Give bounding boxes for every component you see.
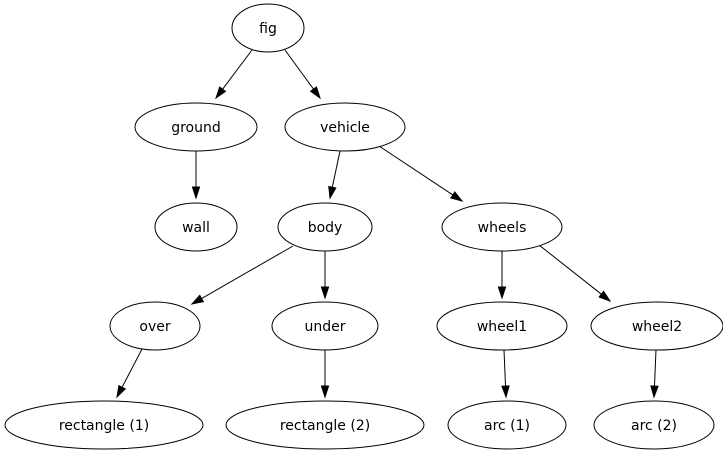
node-ellipse-wall[interactable]	[154, 202, 238, 252]
edge-line	[503, 349, 507, 387]
node-ellipse-over[interactable]	[109, 301, 201, 351]
node-arc2[interactable]: arc (2)	[593, 400, 715, 450]
edge-vehicle-to-wheels	[378, 145, 464, 202]
edge-line	[331, 150, 341, 188]
node-fig[interactable]: fig	[231, 3, 305, 53]
node-wall[interactable]: wall	[154, 202, 238, 252]
edge-under-to-rectangle2	[320, 350, 330, 399]
node-ellipse-arc1[interactable]	[447, 400, 567, 450]
edge-arrowhead	[497, 286, 507, 300]
node-wheel1[interactable]: wheel1	[436, 301, 568, 351]
node-ellipse-ground[interactable]	[134, 102, 258, 152]
edge-arrowhead	[450, 191, 464, 202]
edge-arrowhead	[309, 86, 321, 100]
edge-line	[538, 244, 602, 295]
node-rectangle1[interactable]: rectangle (1)	[4, 400, 204, 450]
edge-arrowhead	[501, 385, 510, 399]
edge-wheel2-to-arc2	[650, 349, 659, 399]
node-ellipse-rectangle1[interactable]	[4, 400, 204, 450]
node-ellipse-wheel1[interactable]	[436, 301, 568, 351]
edge-arrowhead	[215, 86, 227, 100]
edge-arrowhead	[650, 385, 659, 399]
edge-wheel1-to-arc1	[501, 349, 510, 399]
edge-arrowhead	[598, 290, 612, 302]
edge-body-to-under	[320, 251, 330, 300]
edge-body-to-over	[190, 245, 294, 305]
edge-over-to-rectangle1	[116, 348, 143, 399]
edge-line	[378, 145, 454, 196]
edge-arrowhead	[116, 384, 127, 399]
edge-line	[284, 49, 314, 90]
node-vehicle[interactable]: vehicle	[284, 102, 406, 152]
node-ellipse-fig[interactable]	[231, 3, 305, 53]
node-arc1[interactable]: arc (1)	[447, 400, 567, 450]
node-ellipse-arc2[interactable]	[593, 400, 715, 450]
edge-line	[653, 349, 657, 387]
node-ellipse-wheel2[interactable]	[590, 301, 723, 351]
edge-arrowhead	[191, 186, 201, 200]
edge-arrowhead	[320, 385, 330, 399]
node-wheels[interactable]: wheels	[441, 202, 563, 252]
node-ellipse-rectangle2[interactable]	[225, 400, 425, 450]
node-ellipse-wheels[interactable]	[441, 202, 563, 252]
node-rectangle2[interactable]: rectangle (2)	[225, 400, 425, 450]
edge-fig-to-ground	[215, 49, 253, 100]
edge-fig-to-vehicle	[284, 49, 321, 100]
edge-arrowhead	[328, 185, 337, 200]
edges-layer	[116, 49, 659, 399]
edge-line	[121, 348, 143, 388]
edge-arrowhead	[320, 286, 330, 300]
node-under[interactable]: under	[271, 301, 379, 351]
node-ground[interactable]: ground	[134, 102, 258, 152]
node-ellipse-under[interactable]	[271, 301, 379, 351]
node-wheel2[interactable]: wheel2	[590, 301, 723, 351]
node-ellipse-vehicle[interactable]	[284, 102, 406, 152]
edge-wheels-to-wheel2	[538, 244, 612, 302]
edge-line	[222, 49, 253, 90]
node-over[interactable]: over	[109, 301, 201, 351]
edge-vehicle-to-body	[328, 150, 341, 200]
edge-ground-to-wall	[191, 151, 201, 200]
node-ellipse-body[interactable]	[277, 202, 373, 252]
edge-line	[201, 245, 294, 299]
edge-arrowhead	[190, 294, 205, 305]
node-body[interactable]: body	[277, 202, 373, 252]
edge-wheels-to-wheel1	[497, 251, 507, 300]
